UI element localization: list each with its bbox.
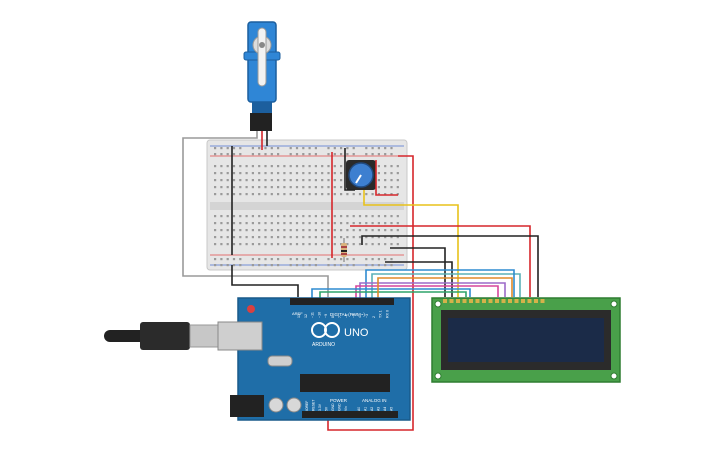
model-label: UNO (344, 327, 369, 339)
breadboard-holes (214, 147, 399, 267)
power-pin-label: 3.3V (318, 403, 322, 411)
digital-header (290, 298, 394, 305)
lcd-pin[interactable] (475, 299, 480, 303)
lcd-pin[interactable] (534, 299, 538, 303)
power-pin-label: GND (331, 403, 335, 411)
lcd-pin[interactable] (521, 299, 525, 303)
analog-pin-label: A1 (364, 407, 368, 411)
servo-cable (250, 113, 272, 131)
resistor-icon (341, 238, 347, 262)
lcd-pin[interactable] (443, 299, 447, 303)
analog-pin-label: A5 (390, 407, 394, 411)
wires (182, 131, 539, 431)
power-pin-label: IOREF (305, 401, 309, 411)
usb-cable-icon (104, 322, 219, 350)
digital-label: DIGITAL (PWM~) (330, 312, 365, 317)
power-pin-label: GND (338, 403, 342, 411)
lcd-pin[interactable] (514, 299, 519, 303)
lcd-pin[interactable] (469, 299, 473, 303)
digital-pin-label: ~11 (311, 312, 315, 318)
digital-pin-label: ~9 (324, 314, 328, 318)
lcd-pin[interactable] (482, 299, 486, 303)
digital-pin-label: 8 (331, 316, 335, 318)
breadboard-center-gap (210, 202, 404, 210)
lcd-pin[interactable] (527, 299, 532, 303)
potentiometer-icon[interactable] (346, 160, 376, 190)
digital-pin-label: TX 1 (379, 310, 383, 318)
lcd-display[interactable] (431, 297, 621, 383)
digital-pin-label: 13 (297, 314, 301, 318)
lcd-pin[interactable] (488, 299, 493, 303)
analog-pin-label: A4 (383, 407, 387, 411)
lcd-pin[interactable] (540, 299, 545, 303)
wire-pot-wiper (363, 190, 459, 297)
digital-pin-label: ~5 (351, 314, 355, 318)
wire-5v (327, 155, 414, 431)
arduino-logo-icon (311, 322, 340, 338)
arduino-uno-board[interactable]: UNO ARDUINO DIGITAL (PWM~) POWER ANALOG … (217, 297, 411, 421)
atmega-chip (300, 374, 390, 392)
reset-button (247, 305, 255, 313)
analog-label: ANALOG IN (362, 398, 387, 403)
power-jack (230, 395, 264, 417)
digital-pin-label: ~6 (345, 314, 349, 318)
power-analog-header (302, 411, 398, 418)
lcd-pin[interactable] (456, 299, 460, 303)
analog-pin-label: A2 (370, 407, 374, 411)
lcd-pin-header (443, 299, 545, 303)
digital-pin-label: 4 (358, 316, 362, 318)
digital-pin-label: 2 (372, 316, 376, 318)
lcd-pin[interactable] (449, 299, 454, 303)
analog-pin-label: A0 (357, 407, 361, 411)
power-pin-label: 5V (325, 406, 329, 411)
power-label: POWER (330, 398, 348, 403)
digital-pin-label: ~3 (365, 314, 369, 318)
aref-label: AREF (292, 311, 303, 316)
crystal (267, 355, 293, 367)
usb-port (217, 321, 263, 351)
lcd-pin[interactable] (508, 299, 512, 303)
digital-pin-label: 12 (304, 314, 308, 318)
brand-label: ARDUINO (312, 342, 335, 348)
digital-pin-label: RX 0 (385, 310, 389, 318)
digital-pin-label: 7 (338, 316, 342, 318)
digital-pin-label: ~10 (317, 312, 321, 318)
lcd-pin[interactable] (501, 299, 506, 303)
lcd-pin[interactable] (495, 299, 499, 303)
lcd-pin[interactable] (462, 299, 467, 303)
analog-pin-label: A3 (377, 407, 381, 411)
wire-servo-signal (182, 131, 329, 297)
servo-connector (250, 113, 272, 131)
servo-motor-icon[interactable] (243, 21, 281, 116)
lcd-screen (448, 318, 604, 362)
power-pin-label: Vin (344, 406, 348, 411)
power-pin-label: RESET (312, 400, 316, 411)
